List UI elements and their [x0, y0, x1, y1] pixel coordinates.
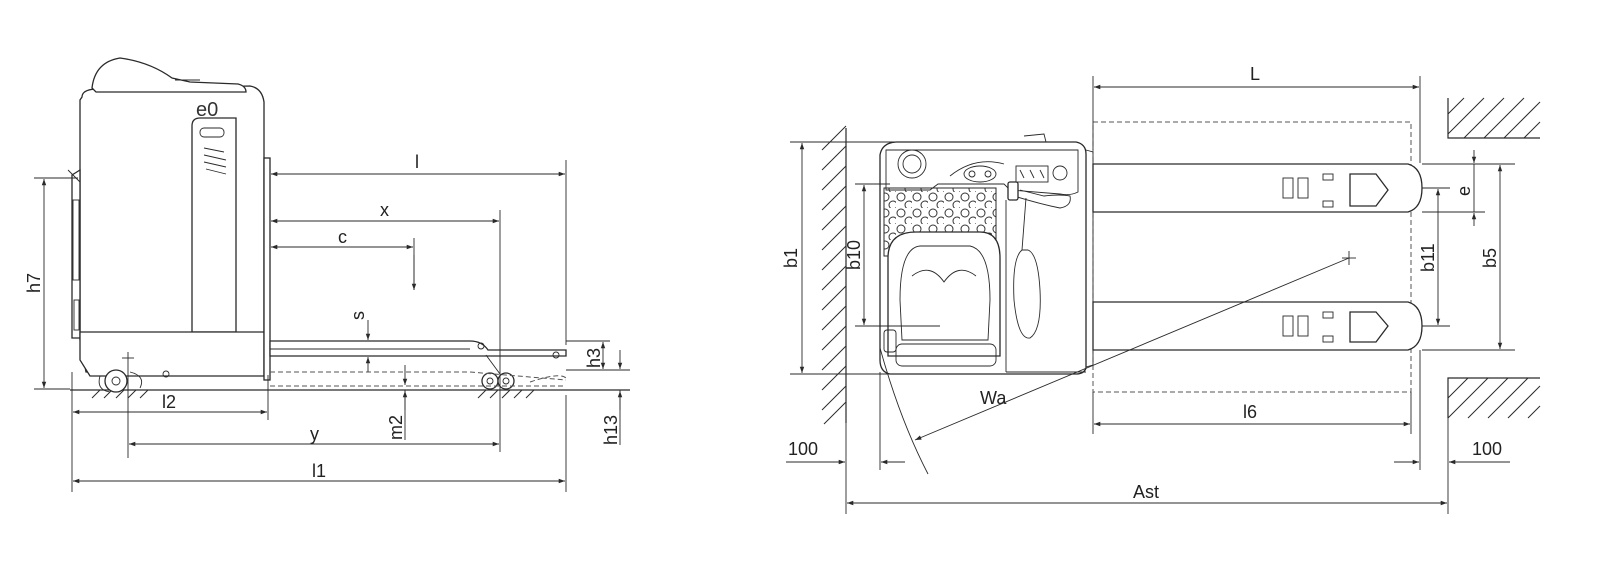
- dim-h7: h7: [24, 273, 44, 293]
- load-wheel-rear: [497, 372, 515, 390]
- side-view: e0 l x c: [24, 57, 630, 492]
- fork-carriage-plate: [263, 157, 271, 381]
- fork-lower-details: [1282, 311, 1389, 343]
- tiller-handle: [1013, 189, 1071, 209]
- right-wall-top: [1447, 97, 1541, 139]
- drive-wheel: [104, 369, 128, 393]
- top-view: Wa L b1 b10 b11 b5 e: [781, 64, 1541, 514]
- right-wall-bottom: [1447, 377, 1541, 419]
- truck-top-cap: [91, 57, 247, 93]
- dim-h13: h13: [601, 415, 621, 445]
- dim-clearance-left: 100: [788, 439, 818, 459]
- horn-button-icon: [1052, 165, 1068, 181]
- dim-Wa: Wa: [980, 388, 1007, 408]
- dim-y: y: [310, 424, 319, 444]
- dim-b1: b1: [781, 248, 801, 268]
- dim-x: x: [380, 200, 389, 220]
- dim-m2: m2: [386, 415, 406, 440]
- fork-lowered-outline: [270, 371, 567, 387]
- fork-raised: [269, 340, 567, 357]
- dim-b11: b11: [1418, 243, 1438, 272]
- operator-seat: [887, 231, 1001, 357]
- dim-b10: b10: [844, 240, 864, 270]
- dim-l1: l1: [312, 461, 326, 481]
- brand-logo: e0: [196, 99, 218, 121]
- emergency-stop-icon: [897, 149, 927, 179]
- dim-s: s: [348, 311, 368, 320]
- display-panel-icon: [1015, 165, 1049, 183]
- load-wheel-front: [481, 372, 499, 390]
- front-panel: [191, 117, 237, 333]
- dim-e: e: [1454, 186, 1474, 196]
- dim-l: l: [415, 152, 419, 172]
- dim-Ast: Ast: [1133, 482, 1159, 502]
- cable-loop: [1013, 249, 1041, 339]
- dim-L: L: [1250, 64, 1260, 84]
- pallet-outline: [1092, 121, 1412, 393]
- ground-hatch: [91, 389, 535, 399]
- dim-l2: l2: [162, 392, 176, 412]
- fork-upper-details: [1282, 173, 1389, 208]
- dim-c: c: [338, 227, 347, 247]
- turning-arc: [879, 347, 929, 475]
- dim-l6: l6: [1243, 402, 1257, 422]
- dim-h3: h3: [584, 348, 604, 368]
- key-switch-icon: [963, 165, 997, 183]
- control-console: [885, 149, 1079, 196]
- chassis-base: [79, 331, 265, 377]
- dim-clearance-right: 100: [1472, 439, 1502, 459]
- left-wall-hatch: [821, 125, 847, 425]
- dim-b5: b5: [1480, 248, 1500, 268]
